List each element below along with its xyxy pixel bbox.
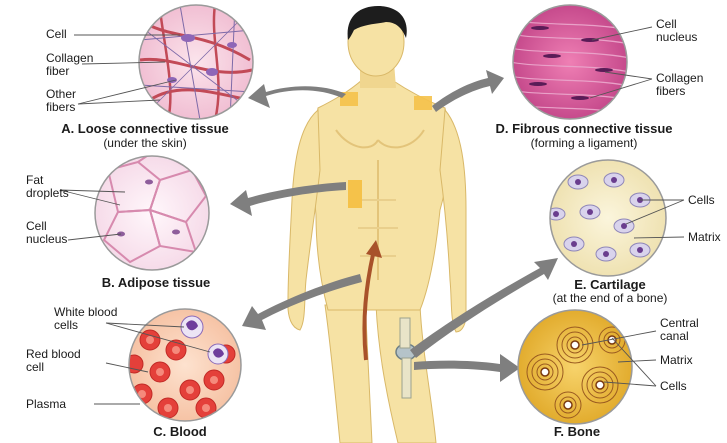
label-cells: Cells: [688, 194, 715, 207]
cartilage-title: E. Cartilage: [520, 278, 700, 292]
cartilage-micrograph: [547, 160, 666, 276]
label-fibers: fibers: [656, 85, 685, 98]
bone-micrograph: [518, 310, 632, 424]
label-fibers: fibers: [46, 101, 75, 114]
loose-tissue-title: A. Loose connective tissue: [40, 122, 250, 136]
adipose-tissue-micrograph: [95, 150, 209, 270]
label-plasma: Plasma: [26, 398, 66, 411]
label-nucleus: nucleus: [26, 233, 67, 246]
fibrous-tissue-title: D. Fibrous connective tissue: [468, 122, 700, 136]
human-figure: [288, 6, 466, 443]
fibrous-tissue-micrograph: [510, 5, 630, 119]
cartilage-subtitle: (at the end of a bone): [520, 292, 700, 305]
fibrous-tissue-subtitle: (forming a ligament): [468, 137, 700, 150]
label-nucleus: nucleus: [656, 31, 697, 44]
label-canal: canal: [660, 330, 689, 343]
label-cells: Cells: [660, 380, 687, 393]
label-fiber: fiber: [46, 65, 69, 78]
label-matrix: Matrix: [660, 354, 693, 367]
adipose-tissue-title: B. Adipose tissue: [66, 276, 246, 290]
loose-tissue-subtitle: (under the skin): [40, 137, 250, 150]
label-cells: cells: [54, 319, 78, 332]
label-droplets: droplets: [26, 187, 69, 200]
bone-title: F. Bone: [522, 425, 632, 439]
label-matrix: Matrix: [688, 231, 721, 244]
label-cell: Cell: [46, 28, 67, 41]
blood-micrograph: [125, 309, 241, 421]
label-cell: cell: [26, 361, 44, 374]
blood-title: C. Blood: [120, 425, 240, 439]
